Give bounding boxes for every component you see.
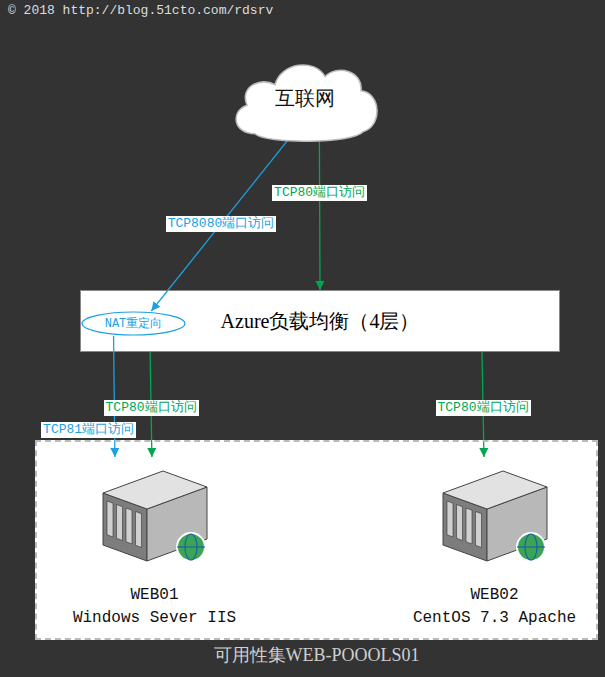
server-icon-part bbox=[103, 471, 207, 509]
server-icon-part bbox=[116, 505, 122, 541]
server-icon-part bbox=[135, 512, 141, 548]
box-label: Azure负载均衡（4层） bbox=[221, 308, 420, 335]
server-label: Windows Sever IIS bbox=[73, 607, 236, 630]
nat-ellipse-shape bbox=[82, 312, 185, 335]
availability-set: WEB01Windows Sever IIS WEB02CentOS 7.3 Ap… bbox=[35, 440, 598, 640]
server-icon-part bbox=[447, 501, 453, 537]
connector bbox=[319, 141, 321, 290]
edge-label: TCP80端口访问 bbox=[272, 185, 367, 201]
server-node: WEB02CentOS 7.3 Apache bbox=[402, 457, 587, 637]
ellipse-label: NAT重定向 bbox=[105, 315, 163, 332]
server-icon-part bbox=[475, 512, 481, 548]
server-node: WEB01Windows Sever IIS bbox=[62, 457, 247, 637]
internet-cloud: 互联网 bbox=[225, 52, 385, 144]
server-icon bbox=[435, 465, 555, 565]
server-icon-part bbox=[177, 533, 205, 561]
server-icon-part bbox=[456, 505, 462, 541]
cloud-label: 互联网 bbox=[275, 85, 335, 112]
server-icon-part bbox=[177, 546, 205, 547]
connector bbox=[114, 336, 115, 457]
server-icon-part bbox=[126, 508, 132, 544]
server-icon-part bbox=[443, 471, 547, 509]
group-heading: 可用性集WEB-POOOLS01 bbox=[37, 643, 596, 667]
server-icon bbox=[95, 465, 215, 565]
server-icon-part bbox=[517, 533, 545, 561]
nat-ellipse: NAT重定向 bbox=[81, 311, 186, 336]
server-label: CentOS 7.3 Apache bbox=[413, 607, 576, 630]
server-icon-part bbox=[466, 508, 472, 544]
edge-label: TCP80端口访问 bbox=[436, 400, 531, 416]
server-icon-part bbox=[107, 501, 113, 537]
edge-label: TCP80端口访问 bbox=[104, 400, 199, 416]
watermark: © 2018 http://blog.51cto.com/rdsrv bbox=[8, 3, 273, 18]
server-label: WEB01 bbox=[130, 584, 178, 607]
connector bbox=[151, 137, 290, 311]
server-icon-part bbox=[517, 546, 545, 547]
server-label: WEB02 bbox=[470, 584, 518, 607]
box-ground bbox=[35, 440, 598, 640]
edge-label: TCP8080端口访问 bbox=[166, 216, 277, 232]
edge-label: TCP81端口访问 bbox=[41, 422, 136, 438]
box-ground bbox=[80, 290, 560, 352]
cloud-outline bbox=[236, 65, 377, 141]
load-balancer-box: NAT重定向 Azure负载均衡（4层） bbox=[80, 290, 560, 352]
